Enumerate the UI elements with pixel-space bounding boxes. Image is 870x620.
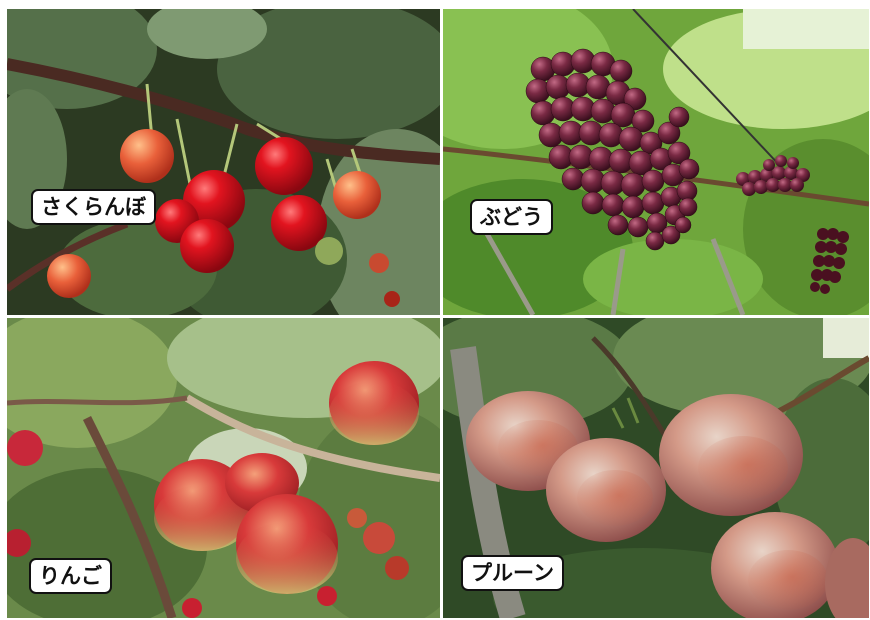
grape-photo: ぶどう bbox=[443, 9, 869, 315]
prune-photo: プルーン bbox=[443, 318, 869, 618]
apple-photo-image bbox=[7, 318, 440, 618]
cherry-label: さくらんぼ bbox=[31, 189, 156, 225]
grape-label: ぶどう bbox=[470, 199, 553, 235]
prune-label: プルーン bbox=[461, 555, 564, 591]
grape-photo-image bbox=[443, 9, 869, 315]
cherry-photo: さくらんぼ bbox=[7, 9, 440, 315]
apple-label: りんご bbox=[29, 558, 112, 594]
prune-photo-image bbox=[443, 318, 869, 618]
cherry-photo-image bbox=[7, 9, 440, 315]
apple-photo: りんご bbox=[7, 318, 440, 618]
